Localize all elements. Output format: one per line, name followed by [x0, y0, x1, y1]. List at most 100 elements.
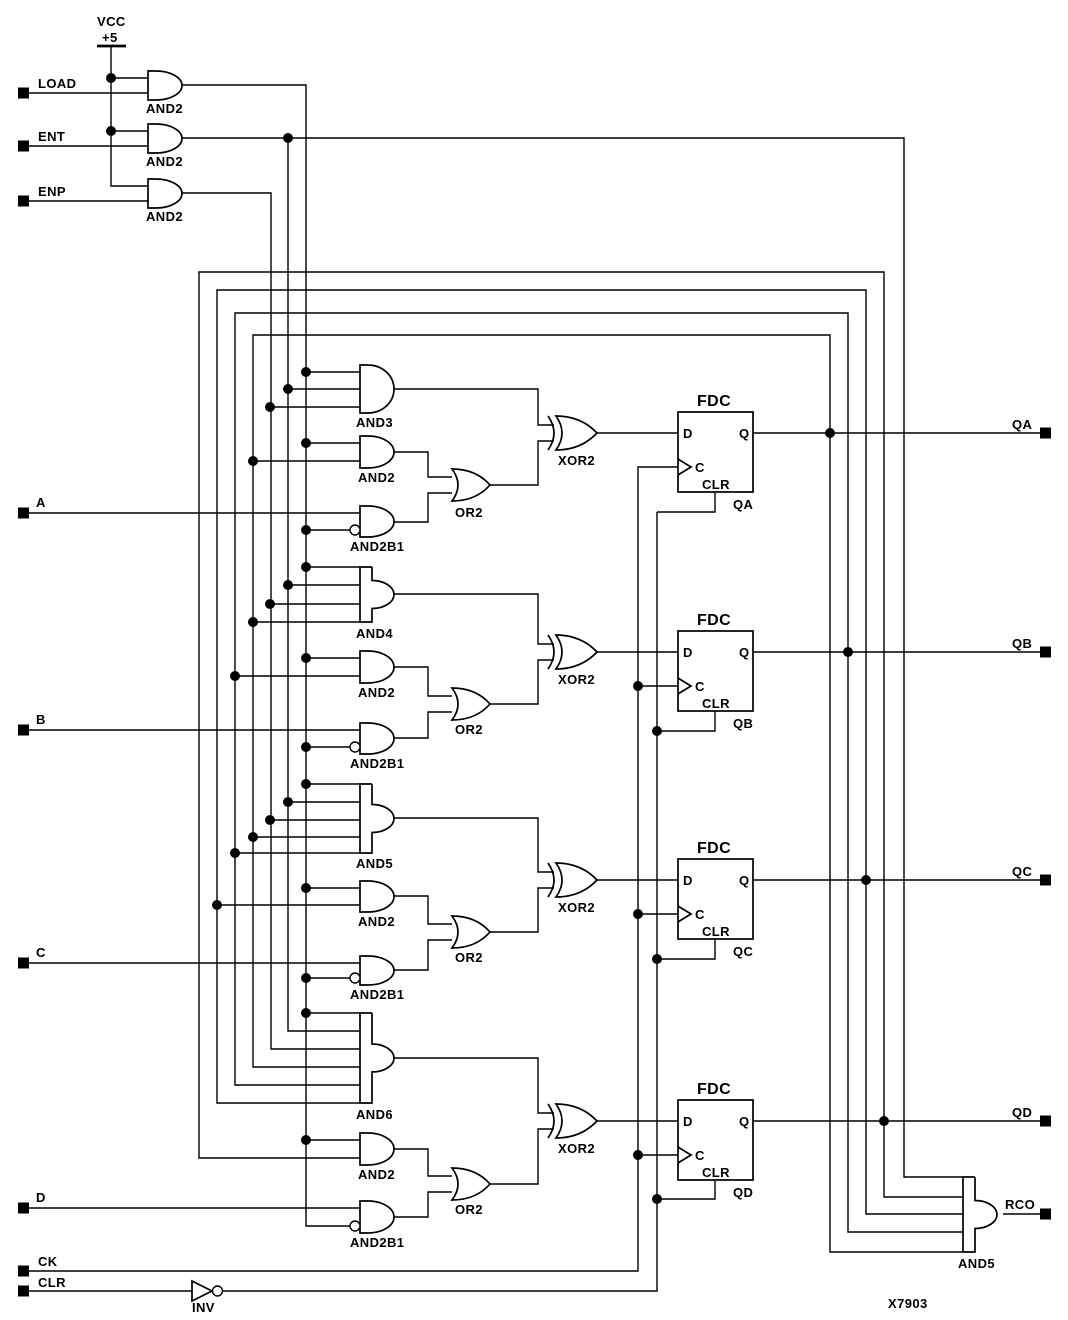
and2-gate-ent — [147, 123, 183, 154]
gate-label-and4: AND4 — [356, 626, 393, 641]
ff-instance-label-qb: QB — [733, 716, 753, 731]
gate-label-and2-ent: AND2 — [146, 154, 183, 169]
junction-dot — [301, 779, 311, 789]
pin-label-d: D — [683, 645, 693, 660]
wire — [394, 1191, 452, 1218]
port-label-ent: ENT — [38, 129, 65, 144]
junction-dot — [301, 653, 311, 663]
wire — [847, 652, 963, 1233]
wire — [29, 466, 678, 1272]
gate-label-xor2-a: XOR2 — [558, 453, 595, 468]
port-label-qa: QA — [1012, 417, 1033, 432]
junction-dot — [301, 438, 311, 448]
wire — [198, 271, 885, 1159]
input-pad-ck — [18, 1265, 29, 1277]
gate-label-and2-a: AND2 — [358, 470, 395, 485]
fdc-flipflop-qa — [677, 411, 754, 493]
junction-dot — [652, 726, 662, 736]
fdc-flipflop-qb — [677, 630, 754, 712]
ff-instance-label-qd: QD — [733, 1185, 753, 1200]
port-label-a: A — [36, 495, 46, 510]
and2-gate-a — [359, 435, 395, 469]
pin-label-clr: CLR — [702, 696, 730, 711]
wire — [657, 939, 716, 960]
or2-gate-b — [450, 687, 492, 721]
wire — [394, 451, 452, 478]
junction-dot — [633, 909, 643, 919]
gate-label-and3: AND3 — [356, 415, 393, 430]
junction-dot — [301, 883, 311, 893]
and2-gate-load — [147, 70, 183, 101]
net-label-vcc-voltage: +5 — [102, 30, 118, 45]
wire — [883, 1121, 963, 1198]
junction-dot — [230, 848, 240, 858]
gate-label-and2b1-d: AND2B1 — [350, 1235, 404, 1250]
wire — [182, 84, 350, 1227]
gate-label-or2-c: OR2 — [455, 950, 483, 965]
invert-bubble-icon — [349, 741, 361, 753]
junction-dot — [283, 580, 293, 590]
output-pad-qd — [1040, 1115, 1051, 1127]
junction-dot — [652, 954, 662, 964]
pin-label-d: D — [683, 873, 693, 888]
wire — [394, 939, 452, 971]
gate-label-xor2-d: XOR2 — [558, 1141, 595, 1156]
junction-dot — [301, 1008, 311, 1018]
input-pad-clr — [18, 1285, 29, 1297]
wire — [182, 192, 360, 1050]
fdc-flipflop-qd — [677, 1099, 754, 1181]
junction-dot — [861, 875, 871, 885]
input-pad-enp — [18, 195, 29, 207]
wire — [865, 880, 963, 1215]
junction-dot — [843, 647, 853, 657]
wire — [394, 711, 452, 739]
wire — [394, 1148, 452, 1177]
and2b1-gate-c — [359, 955, 395, 986]
ff-type-label-qc: FDC — [697, 840, 731, 857]
wire — [490, 1128, 554, 1185]
input-pad-b — [18, 724, 29, 736]
wire — [394, 593, 554, 645]
clock-chevron-icon — [677, 1146, 693, 1164]
gate-label-inv: INV — [192, 1300, 215, 1315]
junction-dot — [633, 1150, 643, 1160]
port-label-qc: QC — [1012, 864, 1033, 879]
and2b1-gate-d — [359, 1200, 395, 1234]
ff-type-label-qd: FDC — [697, 1081, 731, 1098]
gate-label-and2b1-a: AND2B1 — [350, 539, 404, 554]
junction-dot — [633, 681, 643, 691]
junction-dot — [283, 133, 293, 143]
pin-label-clr: CLR — [702, 477, 730, 492]
gate-label-and2b1-b: AND2B1 — [350, 756, 404, 771]
junction-dot — [283, 384, 293, 394]
wire — [829, 433, 963, 1253]
invert-bubble-icon — [349, 1220, 361, 1232]
wire — [394, 388, 554, 426]
pin-label-c: C — [695, 679, 705, 694]
wire — [490, 440, 554, 486]
wire — [234, 312, 849, 1086]
gate-label-and2-b: AND2 — [358, 685, 395, 700]
output-pad-qc — [1040, 874, 1051, 886]
pin-label-d: D — [683, 1114, 693, 1129]
wire — [110, 46, 148, 187]
pin-label-q: Q — [739, 645, 750, 660]
wire — [394, 1057, 554, 1114]
gate-label-and5-rco: AND5 — [958, 1256, 995, 1271]
junction-dot — [301, 973, 311, 983]
ff-instance-label-qc: QC — [733, 944, 754, 959]
port-label-c: C — [36, 945, 46, 960]
pin-label-q: Q — [739, 873, 750, 888]
input-pad-c — [18, 957, 29, 969]
junction-dot — [106, 126, 116, 136]
junction-dot — [301, 367, 311, 377]
pin-label-d: D — [683, 426, 693, 441]
port-label-enp: ENP — [38, 184, 66, 199]
gate-label-and2b1-c: AND2B1 — [350, 987, 404, 1002]
gate-label-or2-a: OR2 — [455, 505, 483, 520]
gate-label-and2-load: AND2 — [146, 101, 183, 116]
and4-gate-b — [359, 566, 395, 623]
wire — [490, 659, 554, 705]
pin-label-c: C — [695, 1148, 705, 1163]
junction-dot — [301, 525, 311, 535]
